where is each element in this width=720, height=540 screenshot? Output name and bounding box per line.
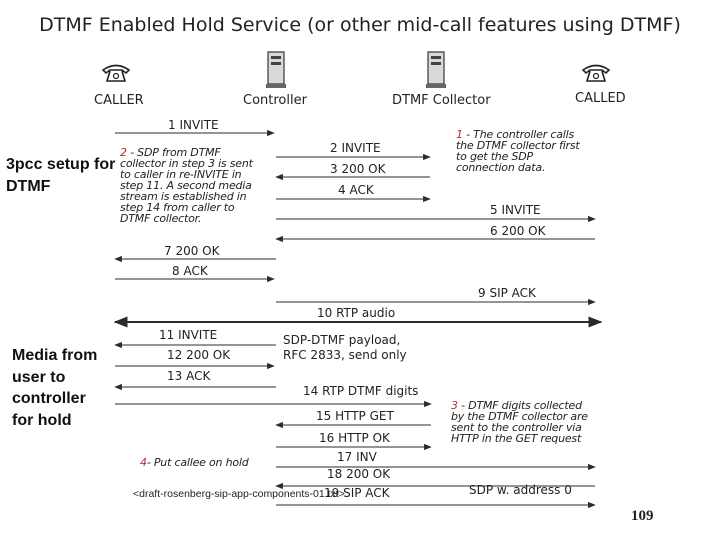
note-4: 4- Put callee on hold — [140, 457, 270, 468]
note-2-text: - SDP from DTMF collector in step 3 is s… — [120, 146, 253, 225]
msg-19-label: 19 SIP ACK — [324, 486, 390, 500]
note-1-text: - The controller calls the DTMF collecto… — [456, 128, 580, 174]
sdp-address-note: SDP w. address 0 — [469, 483, 572, 497]
collector-label: DTMF Collector — [392, 93, 491, 108]
side-label-3pcc-setup: 3pcc setup for DTMF — [6, 156, 116, 195]
note-2: 2 - SDP from DTMF collector in step 3 is… — [120, 147, 264, 224]
msg-2-label: 2 INVITE — [330, 141, 381, 155]
msg-10-label: 10 RTP audio — [317, 306, 396, 320]
note-4-number: 4 — [140, 456, 147, 469]
note-3-text: - DTMF digits collected by the DTMF coll… — [451, 399, 588, 445]
msg-16-label: 16 HTTP OK — [319, 431, 390, 445]
msg-6-label: 6 200 OK — [490, 224, 546, 238]
note-3-number: 3 — [451, 399, 458, 412]
side-label-media-hold: Media from user to controller for hold — [12, 347, 98, 429]
controller-label: Controller — [243, 93, 307, 108]
sdp-dtmf-note: SDP-DTMF payload, RFC 2833, send only — [283, 333, 407, 362]
msg-5-label: 5 INVITE — [490, 203, 541, 217]
caller-label: CALLER — [94, 93, 144, 108]
note-1: 1 - The controller calls the DTMF collec… — [456, 129, 586, 173]
controller-server-icon — [266, 51, 286, 88]
msg-1-label: 1 INVITE — [168, 118, 219, 132]
msg-9-label: 9 SIP ACK — [478, 286, 536, 300]
msg-17-label: 17 INV — [337, 450, 377, 464]
note-4-text: - Put callee on hold — [146, 456, 249, 469]
collector-server-icon — [426, 51, 446, 88]
msg-18-label: 18 200 OK — [327, 467, 391, 481]
msg-8-label: 8 ACK — [172, 264, 208, 278]
caller-telephone-icon — [101, 64, 131, 82]
msg-3-label: 3 200 OK — [330, 162, 386, 176]
note-1-number: 1 — [456, 128, 463, 141]
msg-4-label: 4 ACK — [338, 183, 374, 197]
page-number: 109 — [631, 508, 654, 524]
msg-13-label: 13 ACK — [167, 369, 211, 383]
called-label: CALLED — [575, 91, 626, 106]
note-3: 3 - DTMF digits collected by the DTMF co… — [451, 400, 589, 444]
called-telephone-icon — [581, 64, 611, 82]
msg-11-label: 11 INVITE — [159, 328, 218, 342]
slide-title: DTMF Enabled Hold Service (or other mid-… — [39, 14, 681, 36]
msg-7-label: 7 200 OK — [164, 244, 220, 258]
draft-reference: <draft-rosenberg-sip-app-components-01.t… — [133, 488, 345, 500]
msg-12-label: 12 200 OK — [167, 348, 231, 362]
msg-14-label: 14 RTP DTMF digits — [303, 384, 419, 398]
note-2-number: 2 — [120, 146, 127, 159]
msg-15-label: 15 HTTP GET — [316, 409, 394, 423]
